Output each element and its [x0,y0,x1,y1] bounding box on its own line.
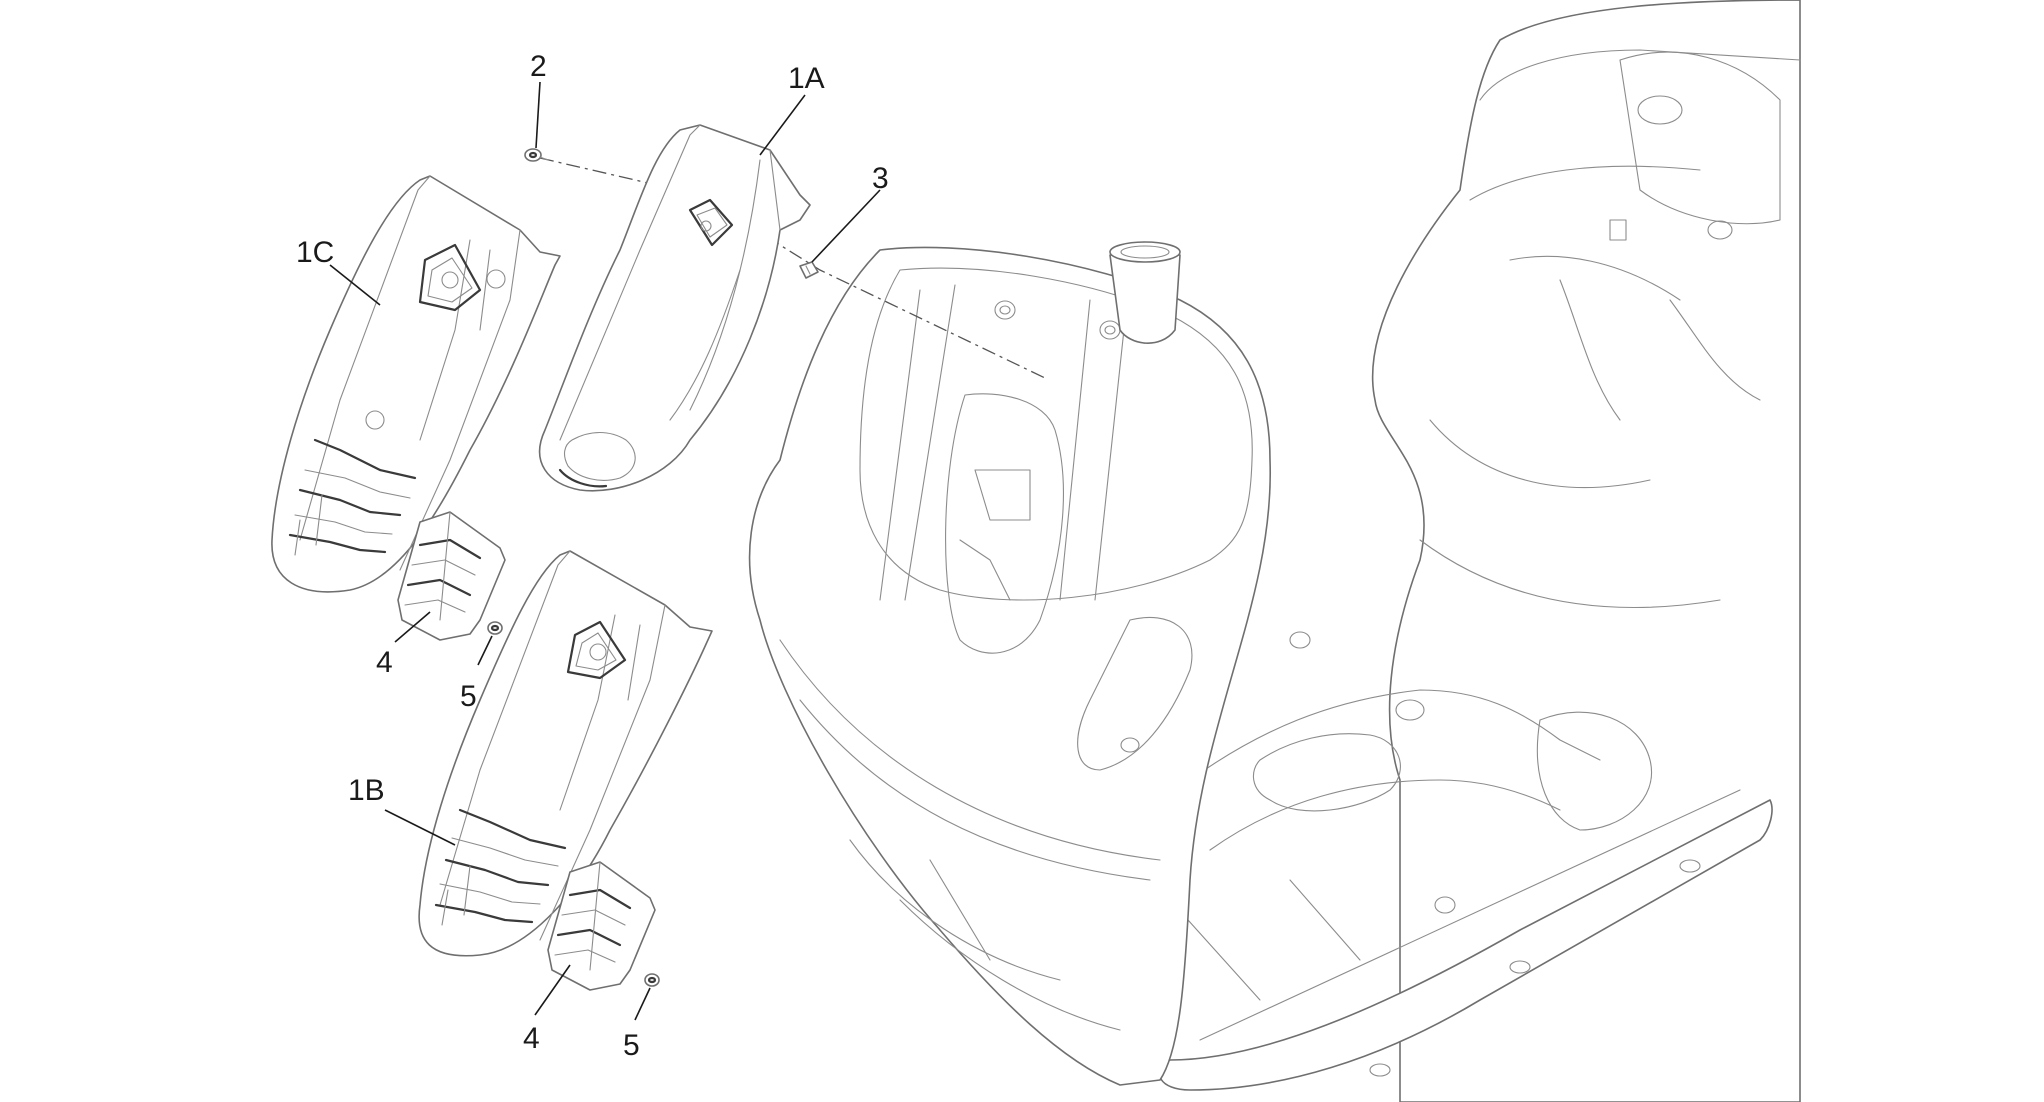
callout-4-upper: 4 [376,646,393,679]
steering-column [1109,241,1181,344]
clip-3 [799,261,819,279]
part-1a-horn-cover [539,124,811,492]
assembly-axis-line [539,157,1046,379]
callout-1a: 1A [788,62,825,95]
part-1c-grille-cover [271,175,561,593]
callout-2: 2 [530,50,547,83]
part-1b-grille-cover [418,550,713,957]
screw-2 [524,148,549,162]
part-4-upper-grille-insert [397,511,506,641]
leader-lines [329,81,881,1021]
front-leg-shield [748,246,1271,1086]
callout-1b: 1B [348,774,385,807]
callout-1c: 1C [296,236,334,269]
callout-3: 3 [872,162,889,195]
screw-5-lower [644,973,660,987]
callout-4-lower: 4 [523,1022,540,1055]
screw-5-upper [487,621,503,635]
callout-5-lower: 5 [623,1029,640,1062]
callout-5-upper: 5 [460,680,477,713]
scooter-body-frame [1158,0,1801,1102]
part-4-lower-grille-insert [547,861,656,991]
